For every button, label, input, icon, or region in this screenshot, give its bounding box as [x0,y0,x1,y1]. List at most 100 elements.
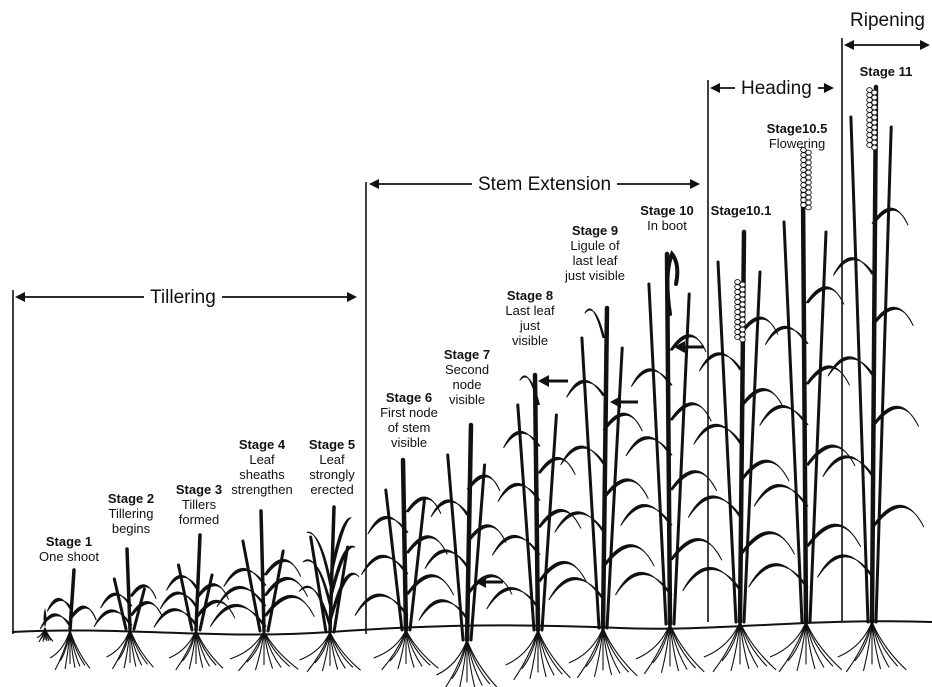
stem [471,465,485,640]
root [330,632,361,670]
grain [740,337,746,342]
stage-desc: visible [444,392,490,407]
phase-label-tillering: Tillering [144,287,222,309]
leaf [828,357,874,376]
arrow-head-right [920,40,930,50]
root [731,622,740,671]
stage-desc: First node [380,405,438,420]
stage-desc: One shoot [39,549,99,564]
stage-label-6: Stage 6 First node of stem visible [380,390,438,450]
stem [70,570,74,630]
leaf [264,577,307,596]
leaf [555,512,605,532]
stage-desc: Leaf [309,452,355,467]
leaf [740,389,783,408]
stage-desc: visible [380,435,438,450]
root [670,624,704,672]
phase-label-stem-extension: Stem Extension [472,174,617,196]
stage-desc: node [444,377,490,392]
stage-title: Stage 9 [565,223,625,238]
leaf [362,555,408,574]
leaf [670,403,711,421]
leaf [670,471,716,491]
grain [806,205,812,210]
stage-title: Stage 8 [505,288,554,303]
stem [386,490,402,630]
stage-label-9: Stage 9 Ligule of last leaf just visible [565,223,625,283]
stage-title: Stage 6 [380,390,438,405]
root [603,628,637,676]
leaf [806,366,849,385]
root [797,622,806,671]
leaf [603,479,648,499]
stage-desc: Second [444,362,490,377]
stage-label-2: Stage 2 Tillering begins [108,491,154,536]
stem [851,117,868,622]
root [130,629,153,667]
stem [127,549,130,629]
grain [872,145,878,150]
boot-leaf [667,254,677,314]
leaf [492,535,540,555]
stage-desc: erected [309,482,355,497]
node-pointer-arrow [538,375,568,387]
leaf [94,610,132,627]
leaf [754,485,808,507]
leaf [425,550,469,569]
stem [603,308,607,628]
wheat-plant [616,254,722,674]
leaf [224,568,266,586]
root [70,630,90,668]
wheat-plant [818,87,924,672]
stage-title: Stage 5 [309,437,355,452]
leaf [538,457,575,474]
stage-desc: begins [108,521,154,536]
node-pointer-arrow [610,396,638,408]
stage-label-4: Stage 4 Leaf sheaths strengthen [231,437,292,497]
leaf [765,326,808,344]
shoot [44,608,47,628]
leaf [740,460,789,481]
arrow-head-left [369,179,379,189]
wheat-plant [37,608,53,642]
leaf [833,258,874,276]
stage-desc: Tillering [108,506,154,521]
leaf [130,601,163,617]
leaf [585,309,605,338]
wheat-plant [419,425,512,687]
stage-title: Stage 1 [39,534,99,549]
stem [114,579,126,629]
stage-desc: Leaf [231,452,292,467]
grain-head [801,148,812,210]
stem [518,405,534,630]
root [872,622,906,670]
ripening-span-arrow [844,40,930,50]
stage-title: Stage 11 [860,64,913,79]
stage-label-8: Stage 8 Last leaf just visible [505,288,554,348]
stage-desc: just visible [565,268,625,283]
stage-title: Stage 10 [640,203,693,218]
stem [403,460,406,630]
stage-label-10-1: Stage10.1 [711,203,772,218]
root [264,631,298,669]
stage-desc: visible [505,333,554,348]
phase-label-ripening: Ripening [846,10,929,32]
leaf [626,437,672,456]
stage-title: Stage10.5 [767,121,828,136]
stage-desc: Flowering [767,136,828,151]
leaf [603,413,642,431]
pointer-head [610,396,621,408]
arrow-head-left [15,292,25,302]
wheat-plant [40,570,96,670]
stage-label-11: Stage 11 [860,64,913,79]
wheat-plant [299,507,360,672]
leaf [823,456,874,477]
stem [607,348,622,628]
stage-desc: of stem [380,420,438,435]
leaf [760,405,808,425]
leaf [561,446,605,465]
stem [535,375,538,630]
stage-desc: Last leaf [505,303,554,318]
leaf [806,445,855,466]
